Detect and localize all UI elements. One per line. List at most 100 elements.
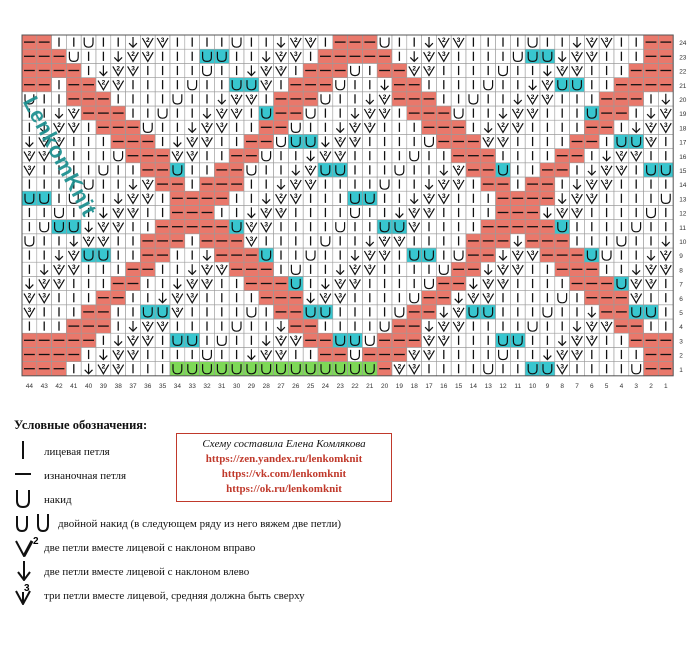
stitch-mark [97, 80, 110, 91]
stitch-mark [215, 264, 228, 276]
stitch-mark [587, 306, 597, 318]
stitch-mark [439, 306, 449, 318]
column-number: 11 [514, 383, 521, 390]
stitch-number: 3 [57, 278, 61, 285]
stitch-mark [660, 193, 671, 205]
stitch-number: 2 [146, 179, 150, 186]
stitch-mark [23, 165, 36, 177]
stitch-mark [542, 51, 553, 63]
stitch-mark [202, 250, 212, 262]
stitch-mark [202, 349, 212, 361]
stitch-mark [631, 136, 642, 148]
stitch-mark [349, 264, 361, 276]
stitch-mark [39, 264, 49, 276]
stitch-mark [320, 364, 331, 375]
stitch-number: 2 [220, 108, 224, 115]
column-number: 39 [100, 383, 108, 390]
stitch-mark [305, 108, 316, 119]
stitch-mark [54, 222, 64, 233]
stitch-mark [394, 165, 405, 176]
stitch-mark [585, 193, 598, 205]
credit-link-vk[interactable]: https://vk.com/lenkomknit [221, 468, 347, 480]
stitch-mark [452, 321, 465, 333]
row-number: 18 [679, 125, 687, 132]
stitch-mark [497, 122, 509, 134]
stitch-mark [275, 66, 287, 77]
row-number: 14 [679, 182, 687, 189]
stitch-number: 2 [620, 151, 624, 158]
stitch-number: 2 [427, 51, 431, 58]
stitch-mark [439, 164, 449, 176]
credit-link-zen[interactable]: https://zen.yandex.ru/lenkomknit [205, 453, 363, 465]
credit-link-ok[interactable]: https://ok.ru/lenkomknit [226, 483, 342, 495]
stitch-mark [97, 222, 110, 233]
stitch-number: 2 [72, 108, 76, 115]
stitch-mark [334, 151, 347, 162]
stitch-number: 3 [338, 293, 342, 300]
stitch-mark [483, 264, 493, 276]
column-number: 3 [634, 383, 638, 390]
stitch-mark [112, 208, 125, 219]
stitch-number: 2 [412, 207, 416, 214]
stitch-mark [260, 80, 273, 91]
column-number: 6 [590, 383, 594, 390]
row-number: 1 [679, 367, 683, 374]
stitch-number: 2 [42, 278, 46, 285]
stitch-mark [84, 363, 93, 375]
stitch-mark [645, 122, 657, 134]
stitch-number: 3 [560, 364, 564, 371]
stitch-mark [378, 250, 391, 262]
stitch-number: 3 [546, 94, 550, 101]
stitch-number: 2 [338, 136, 342, 143]
stitch-mark [571, 335, 583, 347]
row-number: 24 [679, 40, 687, 47]
stitch-mark [572, 179, 582, 191]
stitch-mark [99, 349, 108, 361]
stitch-number: 2 [546, 80, 550, 87]
stitch-mark [483, 122, 493, 134]
stitch-mark [99, 65, 108, 77]
stitch-mark [171, 293, 184, 304]
stitch-mark [171, 307, 184, 319]
column-number: 41 [70, 383, 78, 390]
stitch-number: 3 [205, 136, 209, 143]
stitch-mark [113, 51, 123, 63]
k2tog-left-icon [14, 559, 44, 582]
stitch-mark [231, 364, 242, 375]
stitch-mark [497, 264, 509, 276]
stitch-mark [572, 321, 582, 333]
stitch-mark [98, 250, 109, 261]
legend-label: две петли вместе лицевой с наклоном впра… [44, 542, 256, 554]
stitch-mark [467, 293, 480, 304]
stitch-number: 2 [131, 193, 135, 200]
stitch-number: 2 [634, 278, 638, 285]
stitch-number: 3 [131, 349, 135, 356]
stitch-number: 2 [590, 179, 594, 186]
stitch-mark [631, 264, 641, 276]
stitch-mark [141, 37, 154, 49]
stitch-mark [305, 136, 316, 148]
legend-label: двойной накид (в следующем ряду из него … [58, 518, 342, 530]
stitch-mark [304, 165, 317, 177]
stitch-mark [541, 94, 554, 106]
stitch-mark [646, 307, 656, 318]
stitch-number: 2 [560, 207, 564, 214]
stitch-mark [483, 307, 494, 318]
stitch-mark [319, 293, 332, 304]
stitch-mark [557, 193, 567, 205]
column-number: 35 [159, 383, 167, 390]
stitch-number: 2 [427, 335, 431, 342]
stitch-mark [512, 335, 523, 347]
stitch-mark [660, 165, 671, 176]
stitch-mark [246, 80, 257, 91]
stitch-mark [113, 335, 123, 347]
stitch-mark [350, 207, 360, 219]
column-number: 43 [41, 383, 49, 390]
stitch-mark [172, 335, 183, 347]
stitch-mark [54, 250, 64, 262]
legend-label: две петли вместе лицевой с наклоном влев… [44, 566, 250, 578]
stitch-number: 2 [486, 278, 490, 285]
stitch-mark [291, 164, 301, 176]
stitch-mark [276, 179, 286, 191]
stitch-mark [453, 250, 464, 261]
